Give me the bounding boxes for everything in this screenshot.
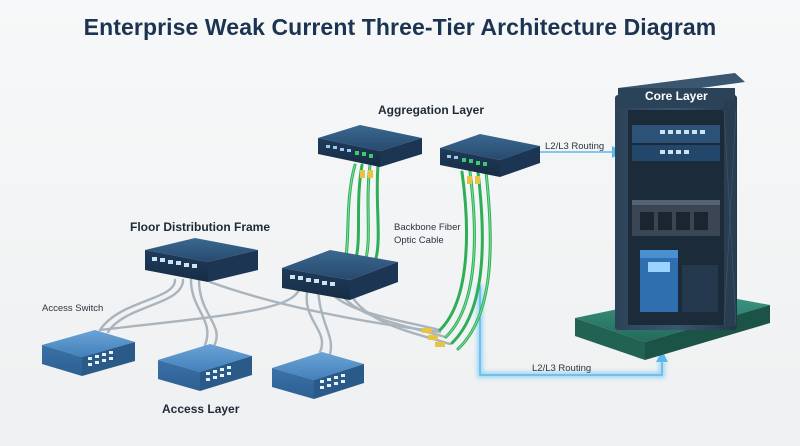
backbone-fiber-label-line2: Optic Cable bbox=[394, 235, 444, 246]
access-switch-label: Access Switch bbox=[42, 303, 104, 314]
access-switch-1 bbox=[42, 330, 135, 376]
core-rack bbox=[575, 73, 770, 360]
aggregation-layer-label: Aggregation Layer bbox=[378, 103, 485, 117]
fiber-connectors bbox=[360, 170, 480, 347]
access-layer-label: Access Layer bbox=[162, 402, 240, 416]
diagram-title: Enterprise Weak Current Three-Tier Archi… bbox=[83, 14, 717, 40]
distribution-switch-left bbox=[145, 238, 258, 282]
access-switch-3 bbox=[272, 352, 364, 399]
routing-top-label: L2/L3 Routing bbox=[545, 141, 605, 152]
distribution-switch-right bbox=[282, 250, 398, 300]
routing-bottom-arrow-icon bbox=[656, 350, 668, 362]
backbone-fiber-label-line1: Backbone Fiber bbox=[394, 222, 461, 233]
core-ups-unit bbox=[640, 250, 718, 312]
copper-cables bbox=[98, 278, 452, 356]
access-switch-2 bbox=[158, 344, 252, 391]
aggregation-switch-right bbox=[440, 134, 540, 177]
routing-bottom-label: L2/L3 Routing bbox=[532, 363, 592, 374]
core-server-unit bbox=[632, 200, 720, 236]
aggregation-switch-left bbox=[318, 125, 422, 167]
core-switch-unit bbox=[632, 125, 720, 161]
routing-line-bottom bbox=[477, 285, 668, 378]
floor-distribution-frame-label: Floor Distribution Frame bbox=[130, 220, 271, 234]
core-layer-label: Core Layer bbox=[645, 89, 708, 103]
